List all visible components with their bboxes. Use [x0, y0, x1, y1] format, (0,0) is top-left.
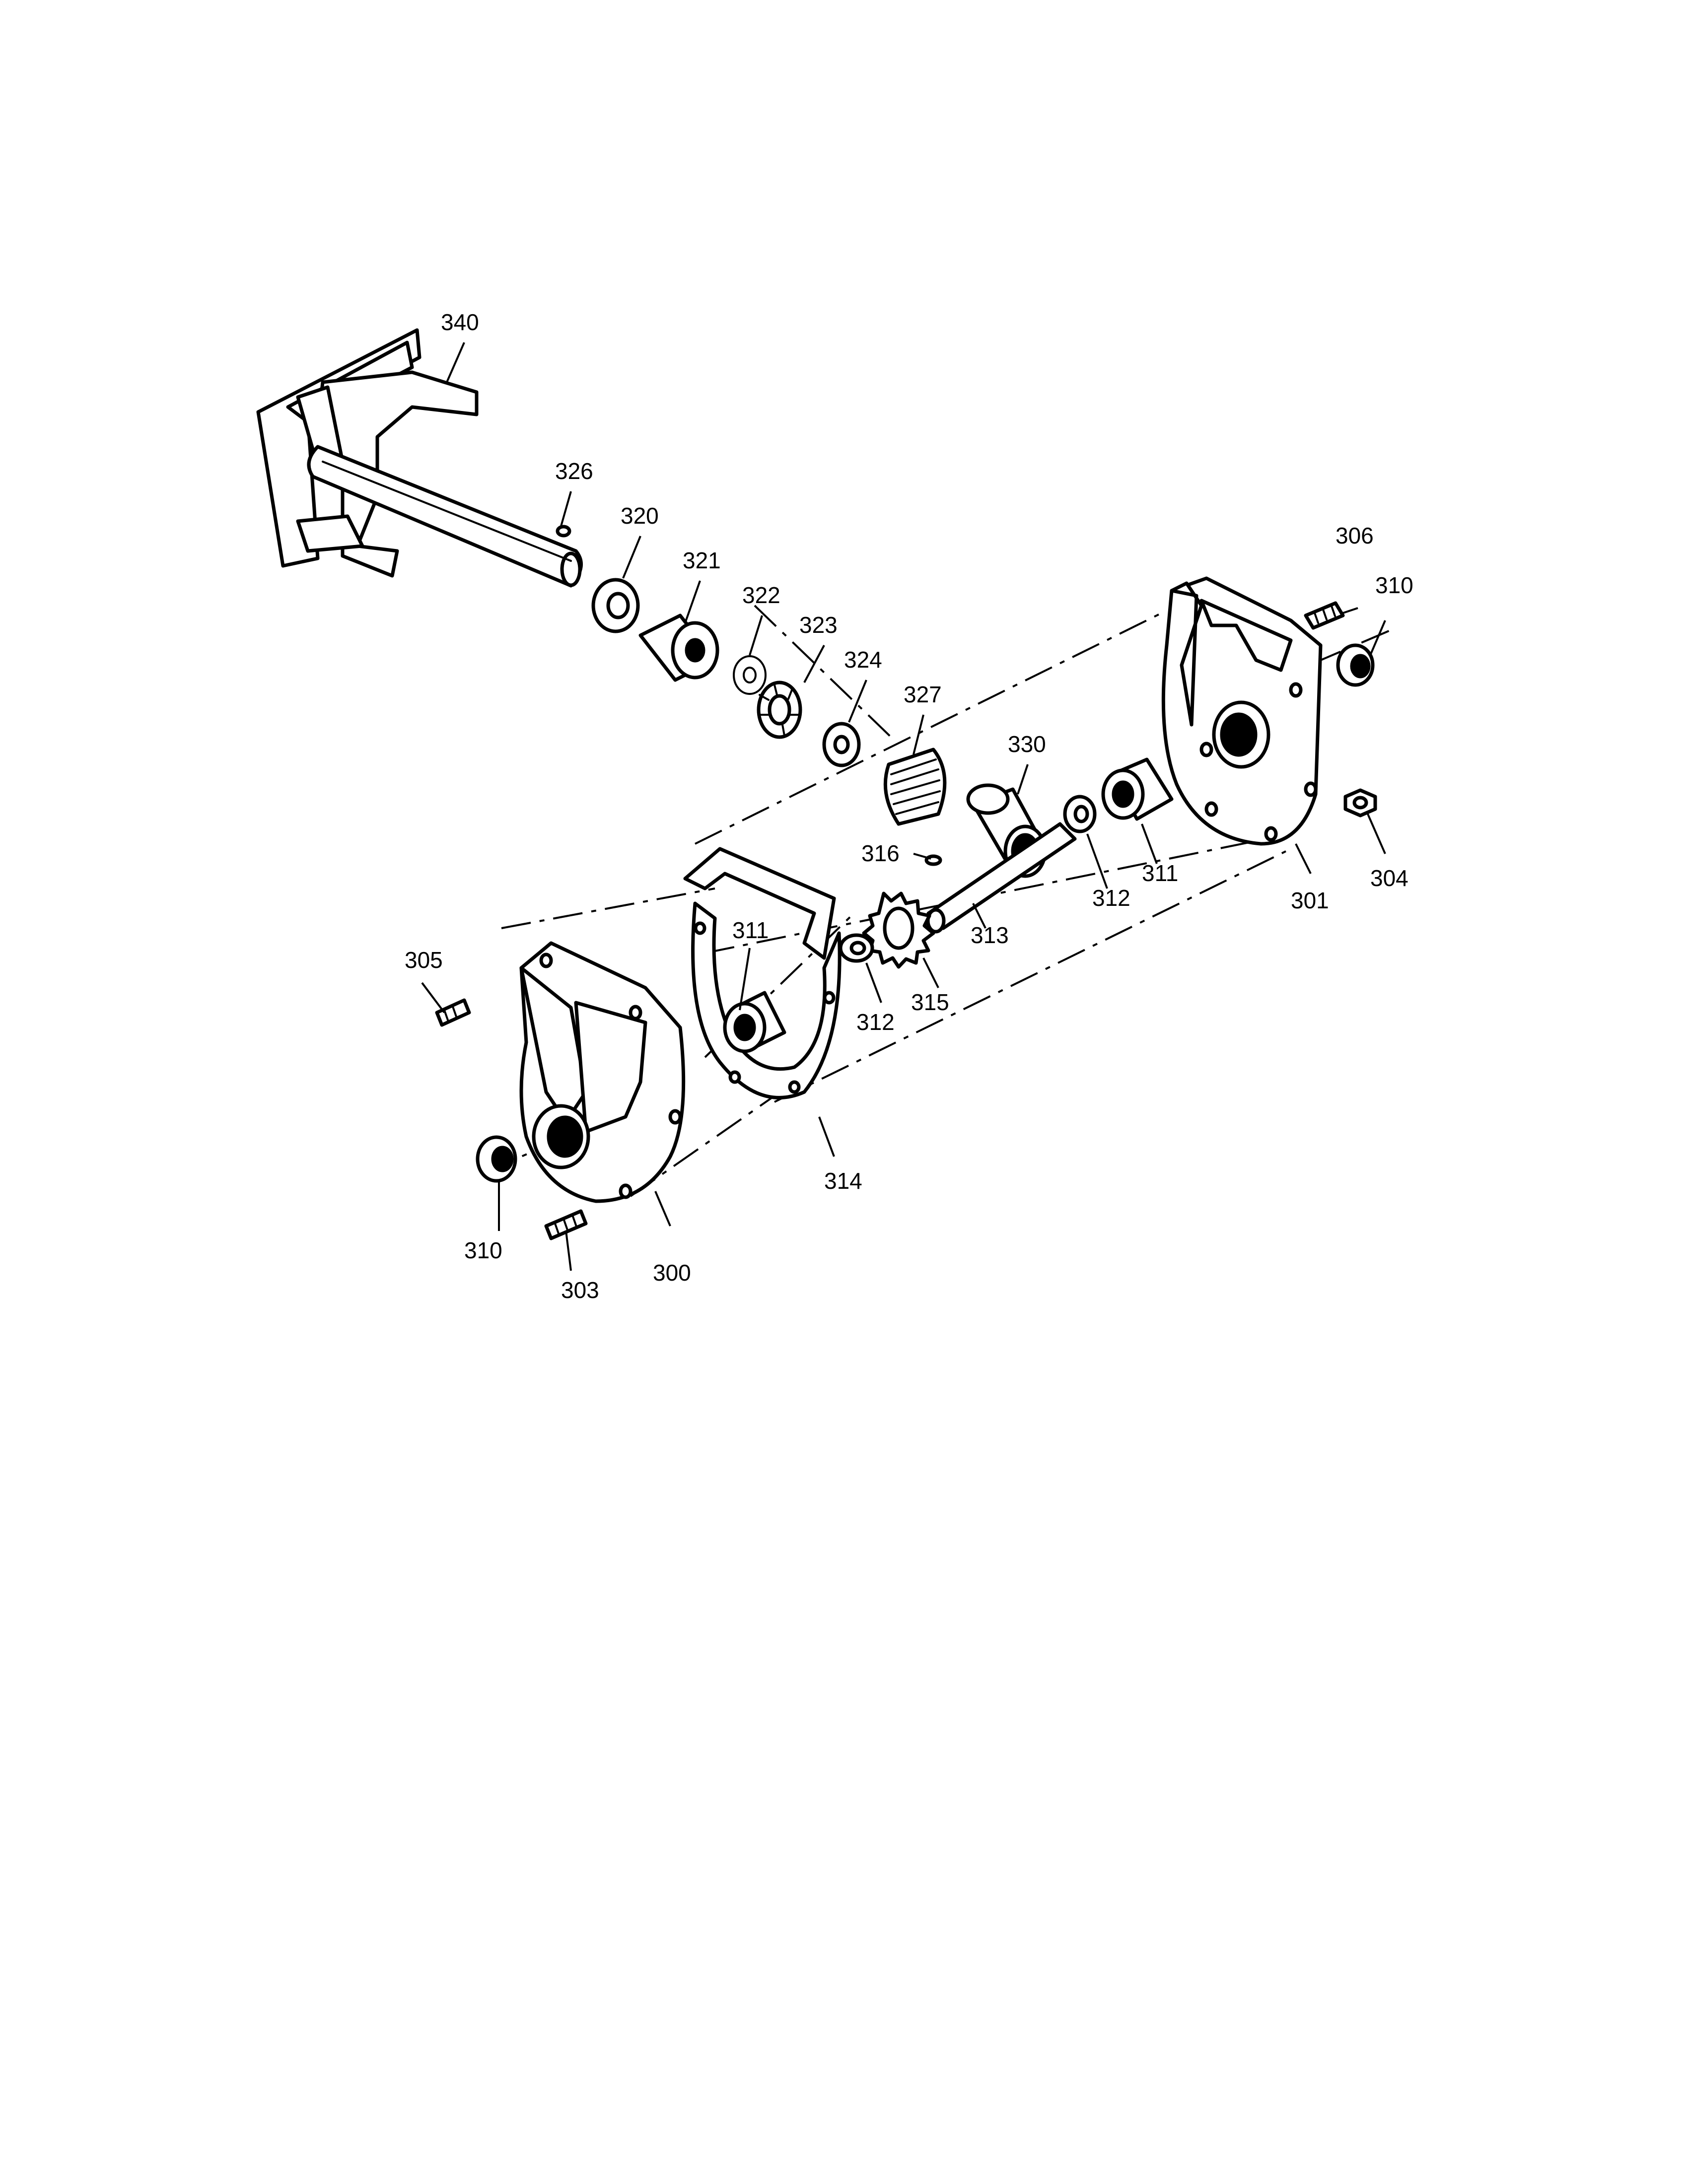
callout-310-left: 310 — [464, 1237, 502, 1263]
screw-306 — [1304, 601, 1345, 630]
leader-lines — [421, 342, 1386, 1271]
callout-315: 315 — [911, 989, 949, 1015]
callout-322: 322 — [742, 582, 780, 608]
callout-324: 324 — [844, 647, 882, 673]
spur-gear-315 — [862, 891, 935, 969]
washer-324 — [822, 722, 861, 767]
bearing-cap-310-left — [476, 1135, 517, 1183]
callout-311-left: 311 — [732, 917, 769, 943]
impeller-shaft-assembly — [256, 328, 583, 588]
screw-303 — [544, 1209, 588, 1240]
bearing-cap-310-right — [1336, 643, 1375, 687]
callout-323: 323 — [799, 612, 838, 638]
callout-320: 320 — [621, 503, 659, 529]
bearing-311-left — [723, 991, 786, 1053]
callout-321: 321 — [683, 547, 721, 573]
callout-305: 305 — [405, 947, 443, 973]
callout-327: 327 — [904, 682, 942, 707]
washer-312-right — [1063, 795, 1097, 833]
nut-304 — [1343, 788, 1377, 818]
washer-312-left — [839, 933, 874, 963]
washer-322 — [733, 655, 767, 695]
callout-306: 306 — [1336, 523, 1374, 548]
callout-326: 326 — [555, 458, 593, 484]
thrust-bearing-323 — [757, 681, 802, 739]
callout-330: 330 — [1008, 731, 1046, 757]
gasket-314 — [683, 847, 842, 1099]
callout-311-right: 311 — [1142, 860, 1178, 886]
callout-300: 300 — [653, 1260, 691, 1286]
worm-gear-327 — [883, 748, 947, 826]
callout-312-right: 312 — [1092, 885, 1130, 911]
screw-305 — [435, 998, 471, 1027]
callout-304: 304 — [1370, 865, 1408, 891]
bearing-311-right — [1101, 757, 1174, 821]
thrust-washer-320 — [591, 578, 640, 633]
callout-303: 303 — [561, 1277, 599, 1303]
callout-340: 340 — [441, 309, 479, 335]
shear-pin-326 — [556, 525, 571, 538]
callout-316: 316 — [861, 840, 900, 866]
callout-314: 314 — [824, 1168, 862, 1194]
housing-301 — [1161, 576, 1323, 846]
callout-313: 313 — [971, 922, 1009, 948]
callout-310-right: 310 — [1375, 572, 1413, 598]
callout-labels: 340 326 320 321 322 323 324 327 330 316 … — [405, 309, 1413, 1303]
bearing-321 — [638, 614, 719, 682]
housing-300 — [519, 941, 686, 1203]
callout-312-left: 312 — [856, 1009, 895, 1035]
callout-301: 301 — [1291, 887, 1329, 913]
